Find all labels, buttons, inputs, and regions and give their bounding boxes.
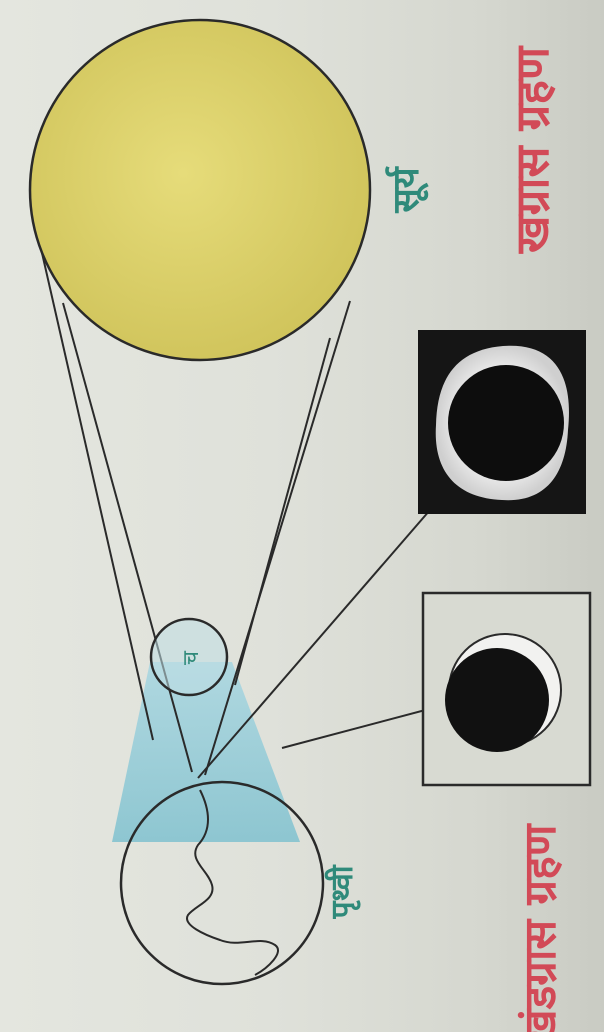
annular-eclipse-label: खग्रास ग्रहण bbox=[505, 45, 559, 254]
annular-eclipse-panel bbox=[418, 330, 586, 514]
partial-eclipse-moon bbox=[445, 648, 549, 752]
sun-label: सूर्य bbox=[385, 165, 429, 213]
sun bbox=[30, 20, 370, 360]
partial-eclipse-panel bbox=[423, 593, 590, 785]
earth-label: पृथ्वी bbox=[324, 864, 361, 919]
moon-label: च bbox=[179, 650, 204, 665]
partial-eclipse-label: खंडग्रास ग्रहण bbox=[515, 822, 566, 1032]
annular-eclipse-disk bbox=[448, 365, 564, 481]
